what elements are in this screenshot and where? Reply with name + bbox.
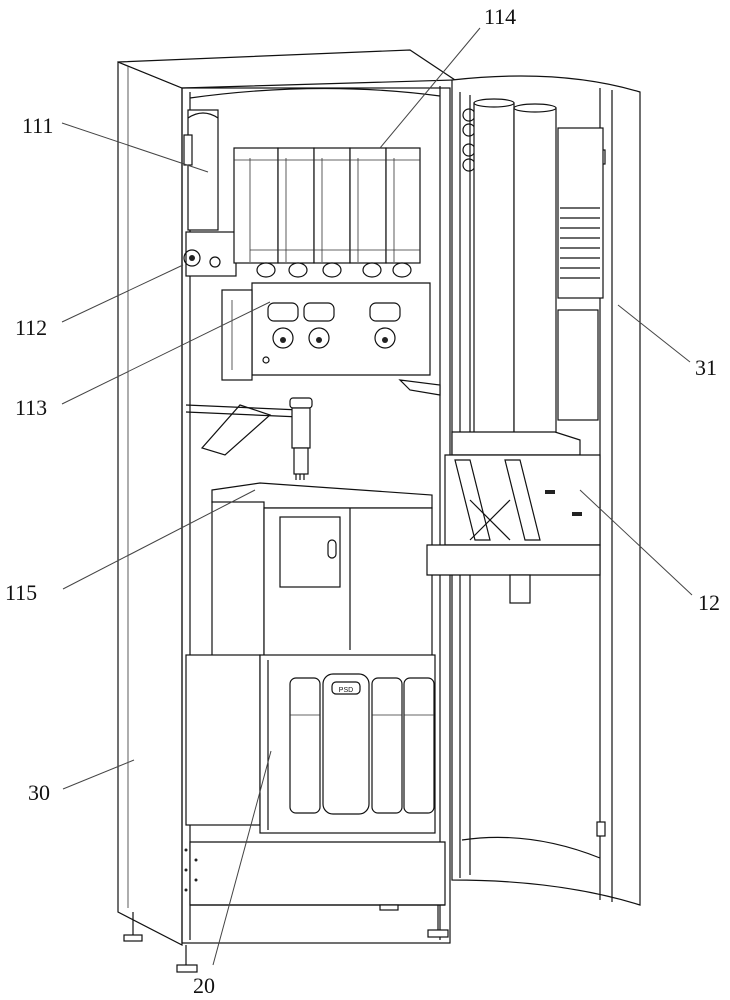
label-112: 112 xyxy=(15,315,47,340)
label-12: 12 xyxy=(698,590,720,615)
cup-tube xyxy=(513,103,557,439)
cup-tube xyxy=(473,98,515,439)
label-20: 20 xyxy=(193,973,215,998)
label-30: 30 xyxy=(28,780,50,805)
label-111: 111 xyxy=(22,113,53,138)
mixing-bowls xyxy=(251,282,431,376)
reference-labels: 111 112 113 114 115 30 20 31 12 xyxy=(5,4,720,998)
vent-panel xyxy=(557,127,604,299)
label-31: 31 xyxy=(695,355,717,380)
ingredient-hoppers xyxy=(233,147,421,278)
cabinet-feet xyxy=(123,904,449,973)
rail-screws xyxy=(184,848,198,892)
filter-cartridge xyxy=(403,677,435,814)
filter-cartridge xyxy=(371,677,403,814)
filter-cartridge xyxy=(289,677,321,814)
cup-dispenser xyxy=(426,98,601,604)
mixing-bowl xyxy=(267,302,299,349)
mixing-bowl xyxy=(303,302,335,349)
mixing-bowl xyxy=(369,302,401,349)
water-filter-assembly: PSD xyxy=(185,654,436,834)
label-114: 114 xyxy=(484,4,516,29)
side-bracket xyxy=(221,289,253,381)
motor-unit xyxy=(183,231,237,277)
leader-lines xyxy=(61,27,693,966)
label-115: 115 xyxy=(5,580,37,605)
waste-chute xyxy=(185,404,301,456)
cabinet-body xyxy=(117,49,457,973)
dispensing-platform xyxy=(211,482,433,658)
filter-badge: PSD xyxy=(339,687,353,694)
label-113: 113 xyxy=(15,395,47,420)
dispensing-nozzle xyxy=(289,397,313,480)
filter-cartridge: PSD xyxy=(322,673,370,815)
